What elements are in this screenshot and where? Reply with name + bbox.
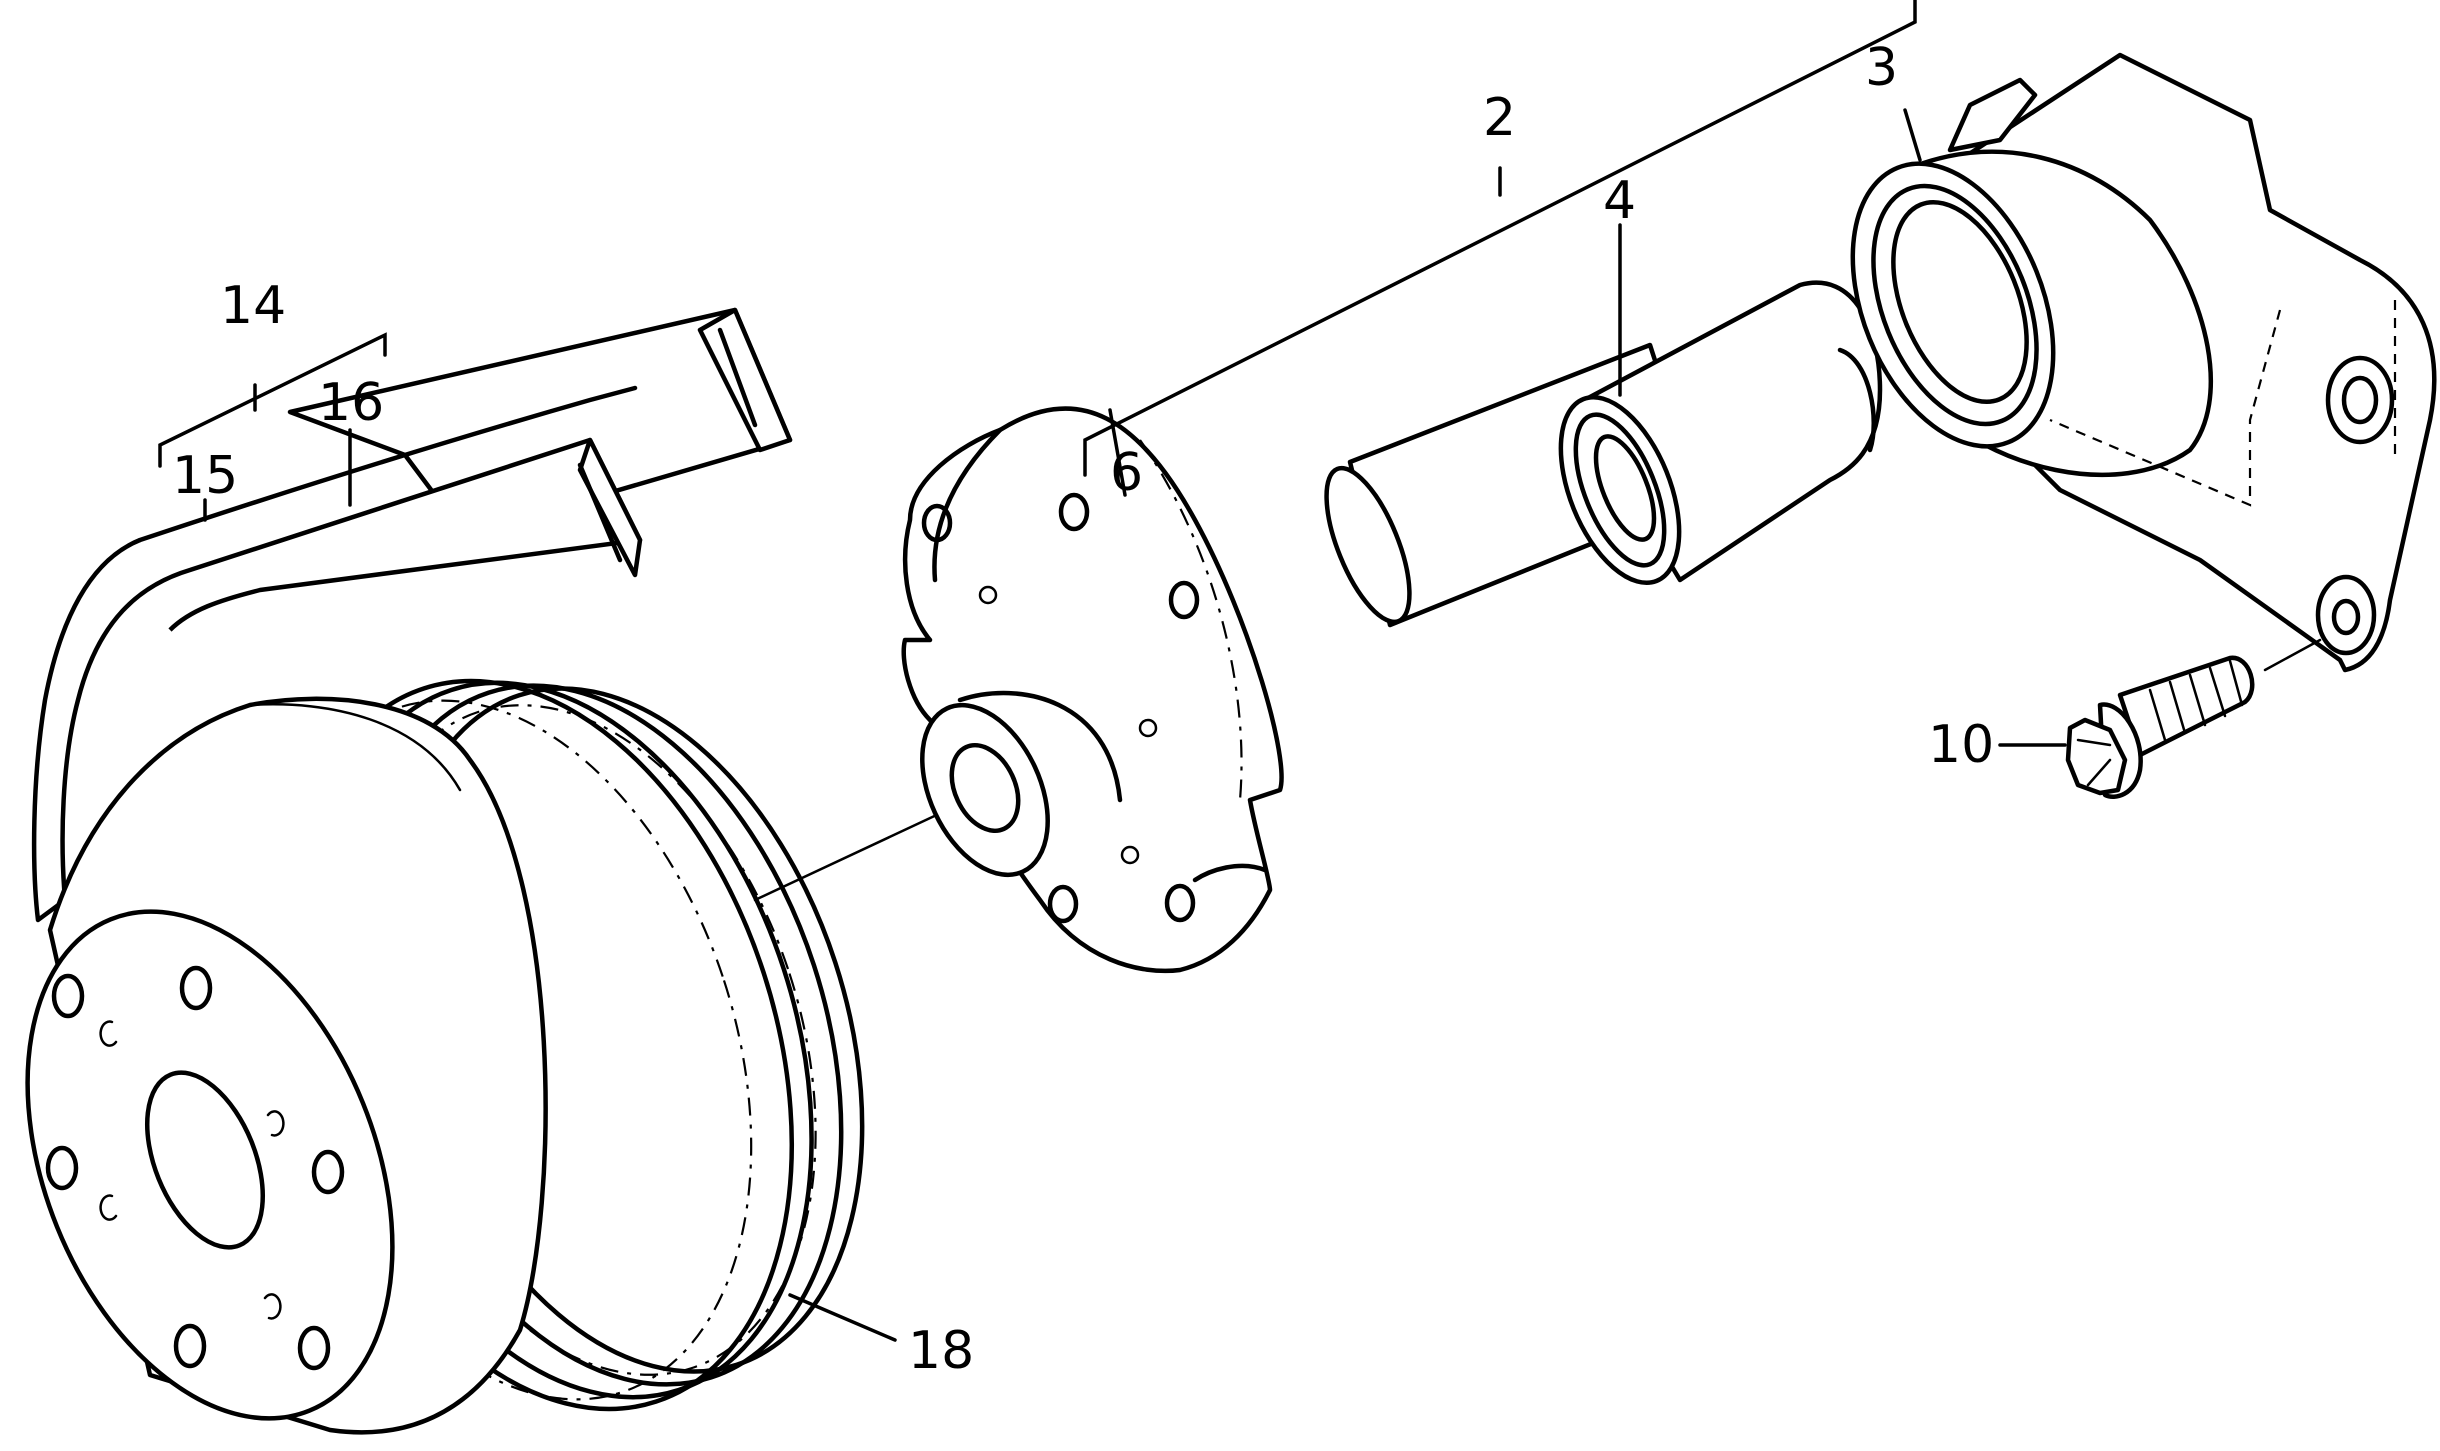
pulley-front-face <box>25 909 395 1421</box>
pulley-hole <box>173 1323 207 1369</box>
housing-port-outer <box>1850 161 2056 449</box>
pulley-center-bore <box>144 1070 266 1250</box>
callout-10: 10 <box>1928 715 1994 775</box>
flange-hole <box>1168 580 1200 620</box>
callout-2: 2 <box>1483 88 1516 148</box>
bolt <box>2065 655 2255 799</box>
callout-16: 16 <box>318 373 384 433</box>
hub-flange <box>901 406 1284 974</box>
flange-hole <box>1047 884 1079 924</box>
housing-mount-hole-lower <box>2315 574 2377 656</box>
housing-port-inner <box>1871 183 2039 427</box>
bolt-shank <box>2117 655 2255 758</box>
flange-hole <box>1164 883 1196 923</box>
pulley-hole <box>297 1325 331 1371</box>
v-belt-set <box>31 307 793 923</box>
callout-6: 6 <box>1110 443 1143 503</box>
housing-mount-hole-upper <box>2325 355 2395 445</box>
bolt-head <box>2065 717 2128 796</box>
callout-15: 15 <box>172 446 238 506</box>
assembly-bracket <box>1083 0 1917 477</box>
pump-housing <box>1850 52 2437 673</box>
pulley <box>25 678 865 1435</box>
callout-3: 3 <box>1865 38 1898 98</box>
v-belt-outer <box>287 307 793 538</box>
belt-set-bracket <box>158 332 387 468</box>
shaft-end <box>1324 465 1412 625</box>
callout-14: 14 <box>220 276 286 336</box>
housing-tab <box>1947 77 2038 153</box>
pulley-hole <box>51 973 85 1019</box>
hub-boss <box>920 702 1050 878</box>
hub-bore <box>949 743 1021 833</box>
bearing-shaft <box>1324 280 1883 628</box>
flange-hole <box>921 503 953 543</box>
pulley-hole <box>45 1145 79 1191</box>
v-belt-inner-end <box>577 437 643 578</box>
callout-4: 4 <box>1603 171 1636 231</box>
v-belt-outer-end <box>697 307 793 453</box>
pulley-hole <box>179 965 213 1011</box>
bolt-axis-line <box>2263 638 2322 672</box>
hub-flange-plate <box>901 406 1284 974</box>
pulley-hole <box>311 1149 345 1195</box>
flange-hole <box>1058 492 1090 532</box>
callout-18: 18 <box>908 1321 974 1381</box>
